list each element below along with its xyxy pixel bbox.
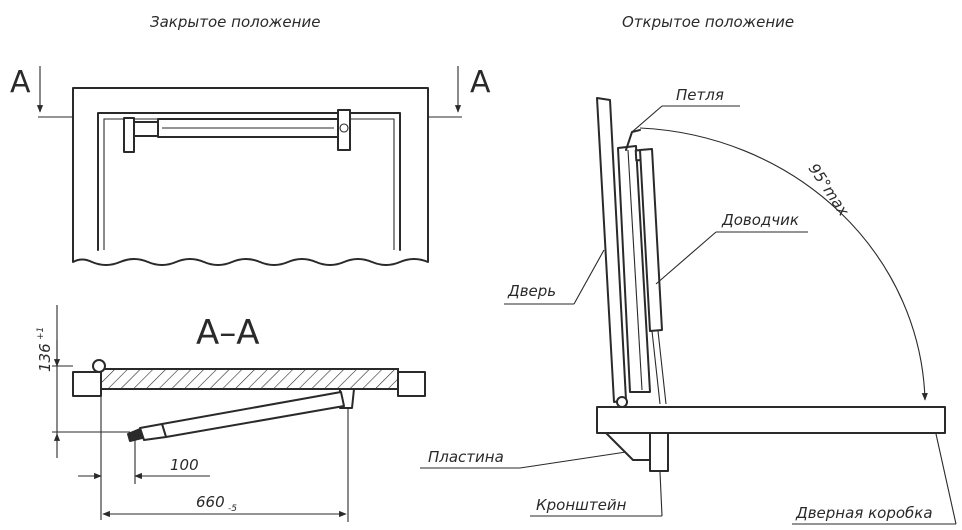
closed-door-inner	[97, 112, 401, 251]
leader-closer	[655, 231, 717, 285]
open-door-edge	[627, 149, 643, 391]
leader-plate	[519, 451, 627, 469]
leader-hinge	[631, 105, 663, 133]
dim-height-value: 136	[36, 343, 54, 372]
section-title: A–A	[196, 313, 260, 353]
open-door-leaf	[596, 97, 627, 403]
leader-bracket	[659, 471, 663, 517]
label-bracket: Кронштейн	[536, 496, 627, 514]
section-hinge	[92, 359, 106, 373]
closed-title: Закрытое положение	[150, 13, 320, 31]
label-door: Дверь	[507, 282, 556, 300]
section-frame-left	[72, 371, 102, 397]
closed-door-closer	[123, 109, 351, 153]
label-hinge: Петля	[676, 86, 724, 104]
closed-view: Закрытое положение A A	[10, 13, 491, 266]
open-door-body	[617, 145, 651, 393]
open-view: Открытое положение 95°max Петля Дов	[420, 13, 957, 525]
section-door-closer	[127, 388, 355, 442]
leader-frame	[935, 433, 957, 525]
section-frame-right	[397, 371, 426, 397]
dim-length-tolerance: -5	[228, 504, 237, 514]
closed-frame-outer	[72, 87, 429, 266]
leader-door	[573, 249, 605, 305]
label-closer: Доводчик	[721, 211, 799, 229]
section-marker-left: A	[10, 65, 31, 100]
open-angle-label: 95°max	[805, 160, 853, 219]
section-marker-right: A	[470, 65, 491, 100]
dim-height-tolerance: +1	[36, 327, 46, 340]
open-title: Открытое положение	[622, 13, 794, 31]
open-door-closer	[634, 148, 667, 405]
dim-length-value: 660	[196, 493, 225, 511]
label-frame: Дверная коробка	[795, 504, 933, 522]
label-plate: Пластина	[428, 448, 504, 466]
dim-offset-value: 100	[170, 456, 199, 474]
section-door-panel	[100, 368, 399, 390]
open-door-frame	[596, 406, 946, 434]
section-view: A–A 136 +1 100	[36, 305, 426, 522]
open-hinge-pin	[616, 396, 628, 408]
open-bracket	[649, 432, 669, 472]
open-angle-arc	[639, 127, 928, 401]
open-plate	[605, 432, 651, 461]
